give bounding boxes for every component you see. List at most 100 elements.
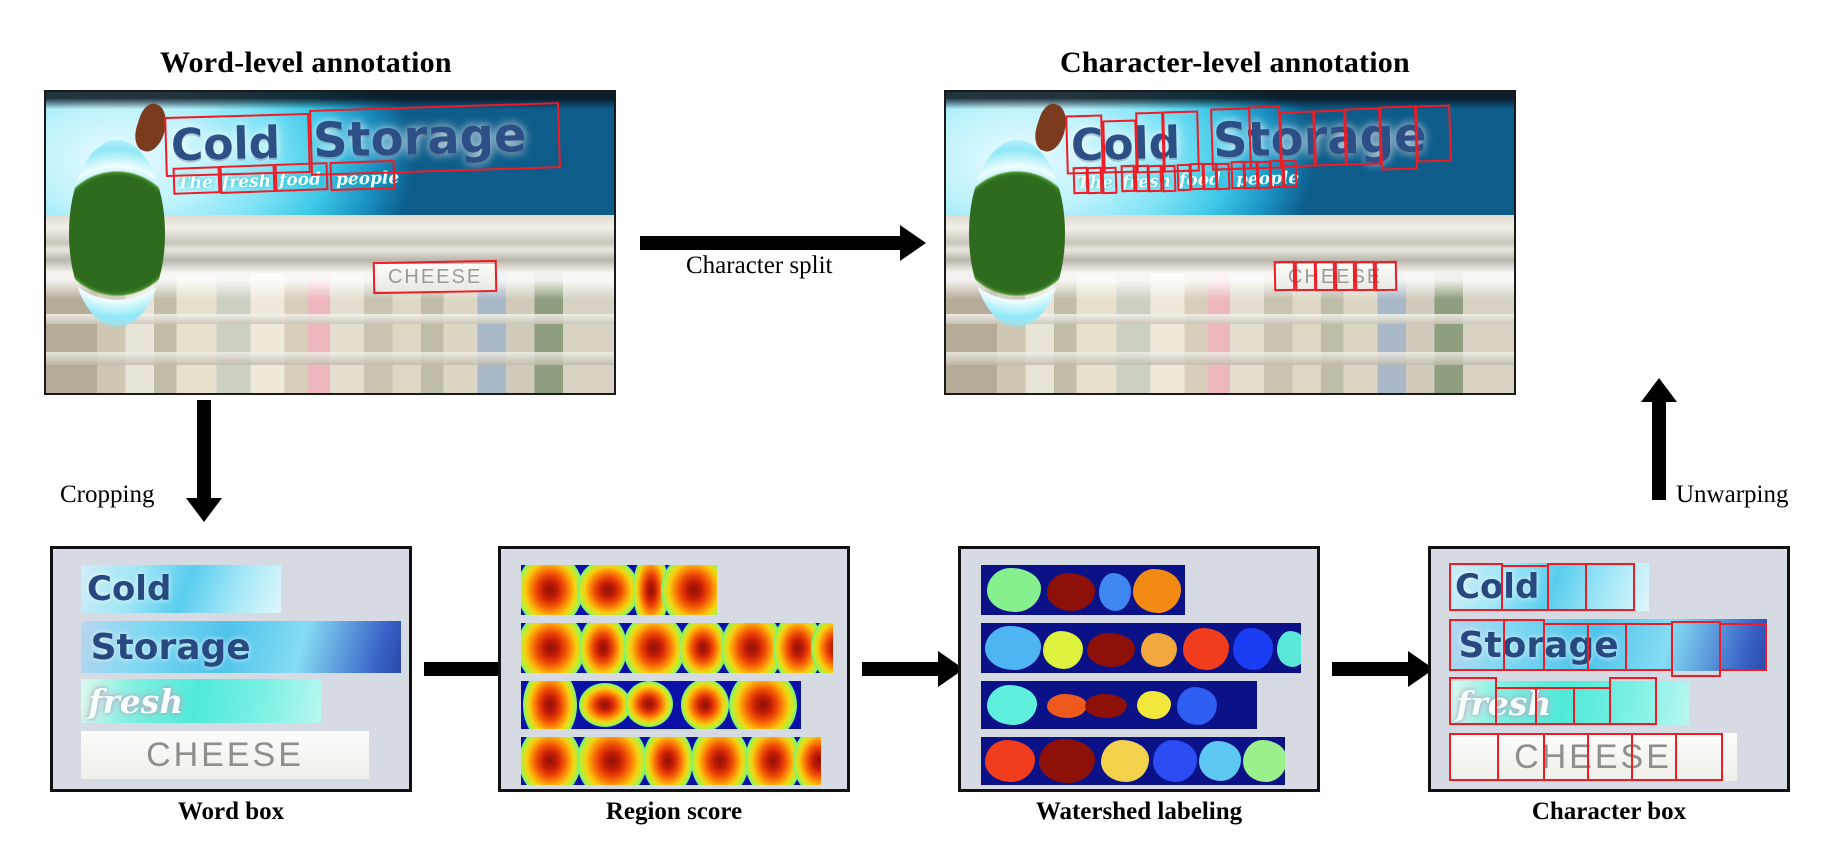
charbox-s3 xyxy=(1573,687,1611,725)
region-peak xyxy=(729,681,797,729)
panel-region-score xyxy=(498,546,850,792)
region-peak xyxy=(679,623,727,673)
watershed-segment xyxy=(1153,740,1197,782)
arrow-regionscore-to-watershed xyxy=(862,651,964,687)
region-peak xyxy=(579,683,631,727)
panel-watershed-labeling xyxy=(958,546,1320,792)
watershed-segment xyxy=(1133,569,1181,613)
watershed-segment xyxy=(1243,740,1285,782)
photo-character-level-annotation: Cold Storage The fresh food people CHEES… xyxy=(944,90,1516,395)
charbox-d1 xyxy=(1585,563,1635,611)
tagline-the-right: The xyxy=(1076,172,1113,194)
word-crop-cheese: CHEESE xyxy=(81,731,369,779)
region-peak xyxy=(523,681,577,729)
storefront-scene-right: Cold Storage The fresh food people CHEES… xyxy=(946,92,1514,393)
char-crop-cheese-text: CHEESE xyxy=(1514,737,1672,776)
watershed-segment xyxy=(985,740,1035,782)
region-peak xyxy=(623,623,685,673)
tagline-people-right: people xyxy=(1235,167,1300,190)
region-peak xyxy=(681,681,729,729)
watershed-segment xyxy=(1183,628,1229,670)
charbox-s5 xyxy=(1631,733,1677,781)
charbox-g2 xyxy=(1671,621,1721,677)
watershed-segment xyxy=(1085,694,1127,718)
region-peak xyxy=(643,737,693,785)
charbox-a2 xyxy=(1625,623,1673,671)
watershed-segment xyxy=(1087,633,1135,667)
region-peak xyxy=(521,737,581,785)
word-crop-storage: Storage xyxy=(81,621,401,673)
apple-logo-icon xyxy=(68,140,166,327)
region-peak xyxy=(721,623,783,673)
cheese-shop-sign: CHEESE xyxy=(375,263,495,291)
watershed-segment xyxy=(985,626,1041,670)
tagline-food: food xyxy=(278,169,322,191)
tagline-fresh-right: fresh xyxy=(1121,171,1172,193)
region-score-row-cold xyxy=(521,565,717,615)
watershed-row-storage xyxy=(981,623,1301,673)
sign-word-cold-right: Cold xyxy=(1070,117,1181,172)
watershed-segment xyxy=(1141,633,1177,667)
caption-word-box: Word box xyxy=(177,798,285,825)
region-peak xyxy=(579,623,627,673)
arrow-watershed-to-charbox xyxy=(1332,651,1434,687)
region-peak xyxy=(691,737,749,785)
store-interior-band xyxy=(46,272,614,393)
watershed-segment xyxy=(987,568,1041,612)
char-crop-storage: Storage xyxy=(1449,619,1767,671)
label-character-split: Character split xyxy=(686,252,833,279)
arrow-head-icon xyxy=(186,498,222,522)
sign-word-cold: Cold xyxy=(170,117,281,172)
watershed-segment xyxy=(1101,740,1149,782)
charbox-c1 xyxy=(1449,563,1503,611)
char-crop-cold: Cold xyxy=(1449,563,1649,611)
watershed-segment xyxy=(1137,691,1171,719)
charbox-e4 xyxy=(1543,733,1589,781)
charbox-e3 xyxy=(1535,687,1575,725)
charbox-l1 xyxy=(1547,563,1587,611)
arrow-wordbox-to-regionscore xyxy=(424,651,526,687)
title-word-level: Word-level annotation xyxy=(160,46,452,79)
word-crop-fresh: fresh xyxy=(81,679,321,723)
region-score-row-cheese xyxy=(521,737,821,785)
char-crop-cold-text: Cold xyxy=(1455,567,1540,607)
panel-character-box: Cold Storage fresh CHEESE xyxy=(1428,546,1790,792)
word-crop-storage-text: Storage xyxy=(90,626,251,668)
charbox-t2 xyxy=(1503,619,1545,671)
caption-character-box: Character box xyxy=(1531,798,1687,825)
charbox-e2 xyxy=(1719,623,1767,671)
charbox-r2 xyxy=(1587,623,1627,671)
arrow-unwarping xyxy=(1641,378,1677,500)
char-crop-storage-text: Storage xyxy=(1458,624,1619,666)
region-peak xyxy=(625,681,673,727)
charbox-o2 xyxy=(1543,623,1589,671)
sign-word-storage: Storage xyxy=(312,107,528,170)
arrow-cropping xyxy=(186,400,222,522)
region-score-row-storage xyxy=(521,623,833,673)
watershed-segment xyxy=(1047,694,1087,718)
caption-watershed-labeling: Watershed labeling xyxy=(1035,798,1243,825)
tagline-food-right: food xyxy=(1178,169,1222,191)
watershed-segment xyxy=(1277,631,1301,667)
arrow-character-split xyxy=(640,225,926,261)
sign-word-storage-right: Storage xyxy=(1212,107,1428,170)
region-peak xyxy=(811,623,833,673)
charbox-r3 xyxy=(1495,687,1537,725)
char-crop-cheese: CHEESE xyxy=(1449,733,1737,781)
panel-word-box: Cold Storage fresh CHEESE xyxy=(50,546,412,792)
arrow-head-icon xyxy=(900,225,926,261)
watershed-row-fresh xyxy=(981,681,1257,729)
charbox-e5 xyxy=(1587,733,1633,781)
region-score-row-fresh xyxy=(521,681,801,729)
word-crop-cold: Cold xyxy=(81,565,281,613)
watershed-row-cold xyxy=(981,565,1185,615)
title-character-level: Character-level annotation xyxy=(1060,46,1410,79)
charbox-s2 xyxy=(1449,619,1505,671)
watershed-row-cheese xyxy=(981,737,1285,785)
arrow-head-icon xyxy=(1641,378,1677,402)
cheese-shop-sign-right: CHEESE xyxy=(1275,263,1395,291)
watershed-segment xyxy=(1233,628,1273,670)
watershed-segment xyxy=(1177,687,1217,725)
word-crop-fresh-text: fresh xyxy=(88,681,184,721)
